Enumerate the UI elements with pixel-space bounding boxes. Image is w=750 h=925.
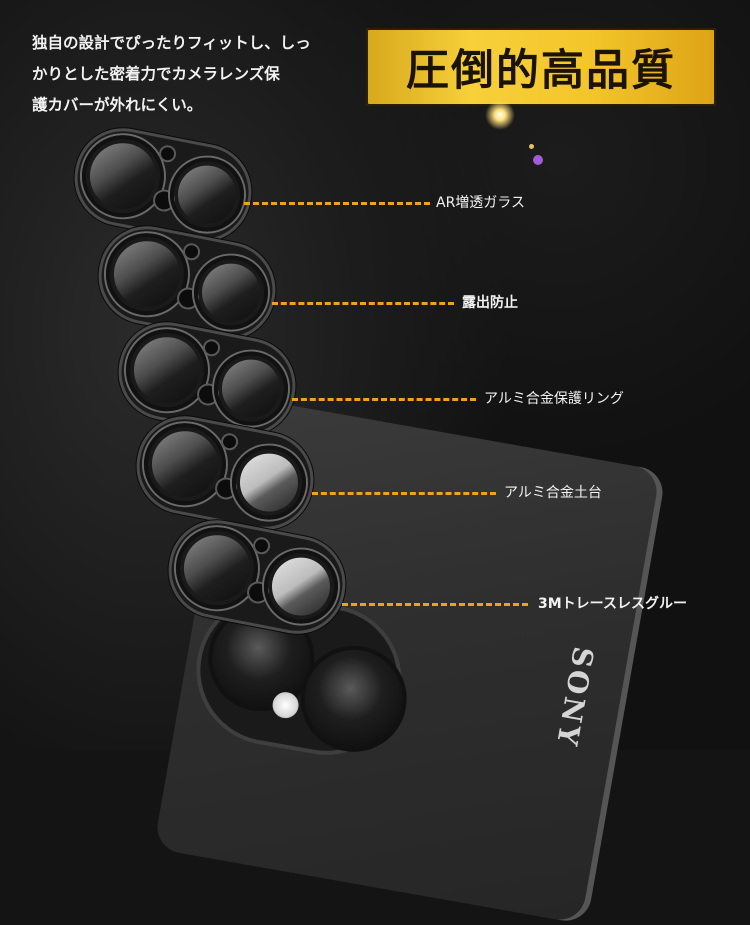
- sparkle-dot: [533, 155, 543, 165]
- feature-label-alloy-ring: アルミ合金保護リング: [484, 391, 624, 407]
- lens-ring: [168, 520, 266, 617]
- leader-line: [292, 398, 476, 401]
- banner-title: 圧倒的高品質: [406, 46, 676, 96]
- lens-glass: [216, 354, 285, 423]
- feature-label-exposure: 露出防止: [462, 295, 518, 311]
- lens-ring: [74, 128, 172, 225]
- lens-ring: [207, 345, 295, 432]
- leader-line: [342, 603, 528, 606]
- feature-label-3m-adhesive: 3Mトレースレスグルー: [538, 596, 687, 612]
- lens-glass: [172, 160, 241, 229]
- lens-ring: [98, 226, 196, 323]
- lens-ring: [225, 439, 313, 526]
- lens-ring: [136, 416, 234, 513]
- lens-ring: [187, 249, 275, 336]
- lens-ring: [163, 151, 251, 238]
- lens-glass: [196, 258, 265, 327]
- lens-glass: [84, 137, 162, 215]
- sparkle-icon: [485, 100, 515, 130]
- feature-label-ar-glass: AR増透ガラス: [436, 195, 526, 211]
- feature-label-alloy-base: アルミ合金土台: [504, 485, 602, 501]
- intro-text: 独自の設計でぴったりフィットし、しっ かりとした密着力でカメラレンズ保 護カバー…: [32, 28, 362, 121]
- leader-line: [312, 492, 496, 495]
- leader-line: [272, 302, 454, 305]
- intro-line: 護カバーが外れにくい。: [32, 96, 203, 114]
- lens-glass: [146, 425, 224, 503]
- lens-ring: [257, 543, 345, 630]
- lens-glass: [234, 448, 303, 517]
- lens-glass: [108, 235, 186, 313]
- intro-line: 独自の設計でぴったりフィットし、しっ: [32, 34, 311, 52]
- quality-banner: 圧倒的高品質: [366, 28, 716, 106]
- lens-glass: [178, 529, 256, 607]
- lens-ring: [118, 322, 216, 419]
- lens-glass: [128, 331, 206, 409]
- sparkle-dot: [529, 144, 534, 149]
- intro-line: かりとした密着力でカメラレンズ保: [32, 65, 280, 83]
- lens-glass: [266, 552, 335, 621]
- leader-line: [244, 202, 430, 205]
